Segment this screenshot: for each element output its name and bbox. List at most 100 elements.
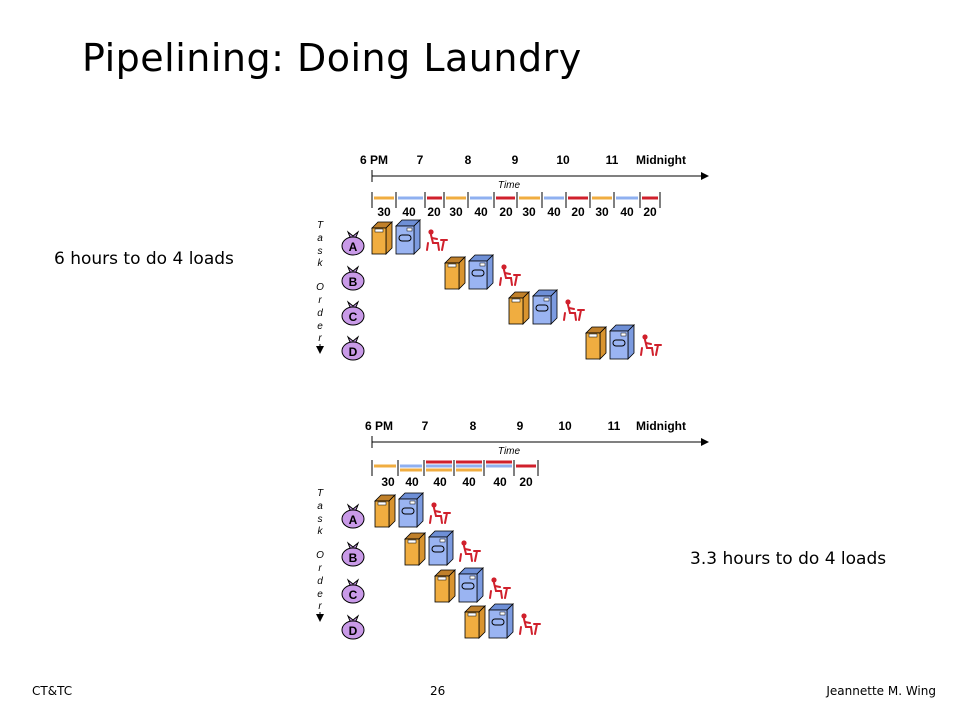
dryer-door — [471, 269, 485, 277]
folding-person-icon — [563, 299, 585, 321]
washer-icon — [444, 256, 466, 290]
washer-side — [385, 221, 393, 255]
dryer-side — [550, 289, 558, 325]
washer-icon — [464, 605, 486, 639]
washer-panel — [511, 298, 521, 303]
laundry-bag-icon: B — [341, 265, 365, 291]
duration-label: 40 — [620, 205, 634, 219]
task-order-letter: k — [318, 526, 324, 537]
dryer-icon — [395, 219, 421, 255]
chair-leg — [519, 626, 522, 635]
slide-title: Pipelining: Doing Laundry — [82, 36, 582, 80]
dryer-icon — [428, 530, 454, 566]
table-icon — [654, 344, 662, 356]
task-order-letter: r — [318, 601, 322, 612]
washer-side — [388, 494, 396, 528]
duration-label: 40 — [474, 205, 488, 219]
person-head — [565, 299, 571, 305]
task-order-letter: k — [318, 258, 324, 269]
table-icon — [443, 512, 451, 524]
task-letter: C — [349, 310, 358, 324]
dryer-side — [446, 530, 454, 566]
dryer-door — [398, 234, 412, 242]
washer-panel — [437, 576, 447, 581]
laundry-bag-icon: B — [341, 541, 365, 567]
hour-label: 9 — [517, 419, 524, 433]
washer-icon — [585, 326, 607, 360]
dryer-panel — [409, 500, 416, 505]
task-letter: D — [349, 624, 358, 638]
footer-course: CT&TC — [32, 684, 73, 698]
washer-side — [478, 605, 486, 639]
dryer-icon — [468, 254, 494, 290]
hour-label: 8 — [465, 153, 472, 167]
duration-label: 40 — [433, 475, 447, 489]
folding-person-icon — [429, 502, 451, 524]
task-order-letter: T — [317, 488, 324, 499]
person-head — [428, 229, 434, 235]
hour-label: 8 — [470, 419, 477, 433]
folding-person-icon — [489, 577, 511, 599]
chair-leg — [459, 553, 462, 562]
washer-side — [448, 569, 456, 603]
duration-label: 30 — [381, 475, 395, 489]
bag-body — [341, 584, 365, 604]
person-head — [461, 540, 467, 546]
duration-label: 20 — [427, 205, 441, 219]
task-order-letter: r — [318, 563, 322, 574]
folding-person-icon — [519, 613, 541, 635]
footer-page-number: 26 — [430, 684, 446, 698]
washer-front — [585, 332, 601, 360]
person-arm — [504, 272, 511, 275]
washer-front — [464, 611, 480, 639]
dryer-panel — [439, 538, 446, 543]
table-icon — [440, 239, 448, 251]
duration-label: 20 — [571, 205, 585, 219]
bag-body — [341, 620, 365, 640]
task-order-letter: O — [316, 550, 324, 561]
hour-label: 10 — [558, 419, 572, 433]
washer-panel — [374, 228, 384, 233]
washer-side — [522, 291, 530, 325]
task-order-letter: r — [318, 295, 322, 306]
hour-label: Midnight — [636, 419, 686, 433]
folding-person-icon — [499, 264, 521, 286]
person-arm — [524, 621, 531, 624]
dryer-door — [612, 339, 626, 347]
task-order-letter: a — [317, 233, 323, 244]
task-order-letter: O — [316, 282, 324, 293]
person-arm — [494, 585, 501, 588]
duration-label: 30 — [522, 205, 536, 219]
washer-front — [371, 227, 387, 255]
dryer-icon — [609, 324, 635, 360]
task-letter: B — [349, 551, 358, 565]
bag-body — [341, 341, 365, 361]
washer-icon — [374, 494, 396, 528]
time-caption: Time — [498, 446, 521, 457]
hour-label: Midnight — [636, 153, 686, 167]
task-letter: B — [349, 275, 358, 289]
table-icon — [577, 309, 585, 321]
dryer-door — [491, 618, 505, 626]
washer-front — [508, 297, 524, 325]
task-letter: A — [349, 240, 358, 254]
bag-tie — [346, 578, 360, 586]
dryer-side — [413, 219, 421, 255]
duration-label: 40 — [402, 205, 416, 219]
washer-front — [444, 262, 460, 290]
duration-label: 20 — [499, 205, 513, 219]
chair-leg — [563, 312, 566, 321]
task-order-letter: d — [317, 576, 323, 587]
dryer-door — [535, 304, 549, 312]
duration-label: 40 — [493, 475, 507, 489]
table-icon — [533, 623, 541, 635]
footer-author: Jeannette M. Wing — [826, 684, 936, 698]
dryer-door — [401, 507, 415, 515]
duration-label: 40 — [405, 475, 419, 489]
washer-panel — [447, 263, 457, 268]
folding-person-icon — [640, 334, 662, 356]
hour-label: 11 — [608, 419, 621, 433]
laundry-bag-icon: A — [341, 230, 365, 256]
washer-icon — [371, 221, 393, 255]
bag-tie — [346, 614, 360, 622]
